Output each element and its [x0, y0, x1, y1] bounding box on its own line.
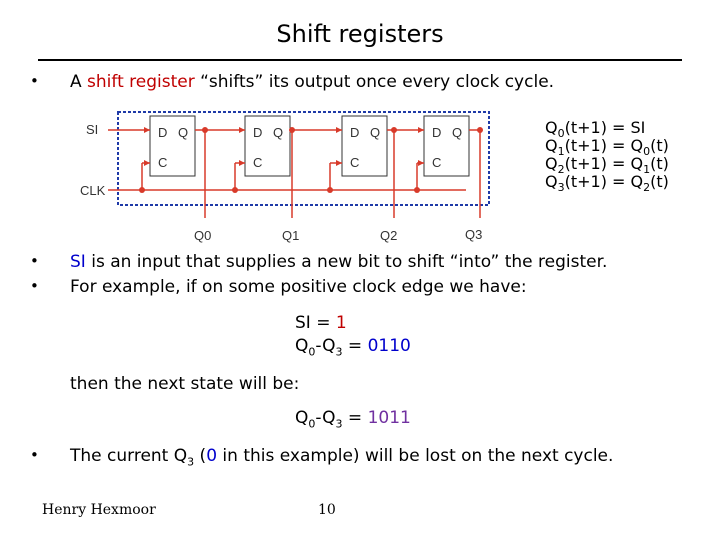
- si-label: SI: [86, 122, 98, 137]
- equation-q0: Q0(t+1) = SI: [545, 118, 646, 141]
- example-si: SI = 1: [295, 313, 347, 333]
- bullet-1: A shift register “shifts” its output onc…: [70, 72, 554, 92]
- ff2-d-label: D: [350, 125, 359, 140]
- si-term: SI: [70, 252, 86, 272]
- bullet-3: For example, if on some positive clock e…: [70, 277, 527, 297]
- flip-flop-3: [423, 115, 470, 177]
- ff3-q-label: Q: [452, 125, 462, 140]
- example-q-current: Q0-Q3 = 0110: [295, 336, 411, 359]
- clk-label: CLK: [80, 183, 106, 198]
- q-current-value: 0110: [367, 336, 411, 356]
- shift-register-term: shift register: [87, 72, 195, 92]
- bullet-1-pre: A: [70, 72, 88, 92]
- flip-flop-1: [244, 115, 291, 177]
- footer-author: Henry Hexmoor: [42, 502, 156, 518]
- equation-q3: Q3(t+1) = Q2(t): [545, 172, 669, 195]
- flip-flop-0: [149, 115, 196, 177]
- flip-flop-2: [341, 115, 388, 177]
- ff1-c-label: C: [253, 155, 262, 170]
- slide-title: Shift registers: [276, 20, 444, 48]
- ff1-q-label: Q: [273, 125, 283, 140]
- si-value: 1: [335, 313, 347, 333]
- ff2-q-label: Q: [370, 125, 380, 140]
- output-q2-label: Q2: [380, 228, 397, 243]
- title-rule: [38, 59, 682, 61]
- bullet-dot: •: [30, 252, 39, 270]
- bullet-2-text: is an input that supplies a new bit to s…: [85, 252, 608, 272]
- equation-q2: Q2(t+1) = Q1(t): [545, 154, 669, 177]
- q-next-value-1: 1011: [367, 408, 411, 428]
- output-q3-label: Q3: [465, 227, 482, 242]
- bullet-dot: •: [30, 277, 39, 295]
- then-text: then the next state will be:: [70, 374, 300, 394]
- bullet-dot: •: [30, 72, 39, 90]
- ff2-c-label: C: [350, 155, 359, 170]
- equation-q1: Q1(t+1) = Q0(t): [545, 136, 669, 159]
- bullet-1-post: “shifts” its output once every clock cyc…: [194, 72, 555, 92]
- bullet-2: SI is an input that supplies a new bit t…: [70, 252, 607, 272]
- ff3-c-label: C: [432, 155, 441, 170]
- ff0-c-label: C: [158, 155, 167, 170]
- bullet-dot: •: [30, 446, 39, 464]
- ff0-d-label: D: [158, 125, 167, 140]
- example-q-next: Q0-Q3 = 1011: [295, 408, 411, 431]
- output-q0-label: Q0: [194, 228, 211, 243]
- register-outline: [117, 111, 490, 206]
- ff1-d-label: D: [253, 125, 262, 140]
- page-number: 10: [318, 502, 336, 518]
- lost-bit-value: 0: [206, 446, 218, 466]
- ff0-q-label: Q: [178, 125, 188, 140]
- bullet-4: The current Q3 (0 in this example) will …: [70, 446, 614, 469]
- shift-register-diagram: SI CLK D Q C D Q C D Q C D Q C Q0 Q1 Q2 …: [80, 111, 490, 243]
- output-q1-label: Q1: [282, 228, 299, 243]
- ff3-d-label: D: [432, 125, 441, 140]
